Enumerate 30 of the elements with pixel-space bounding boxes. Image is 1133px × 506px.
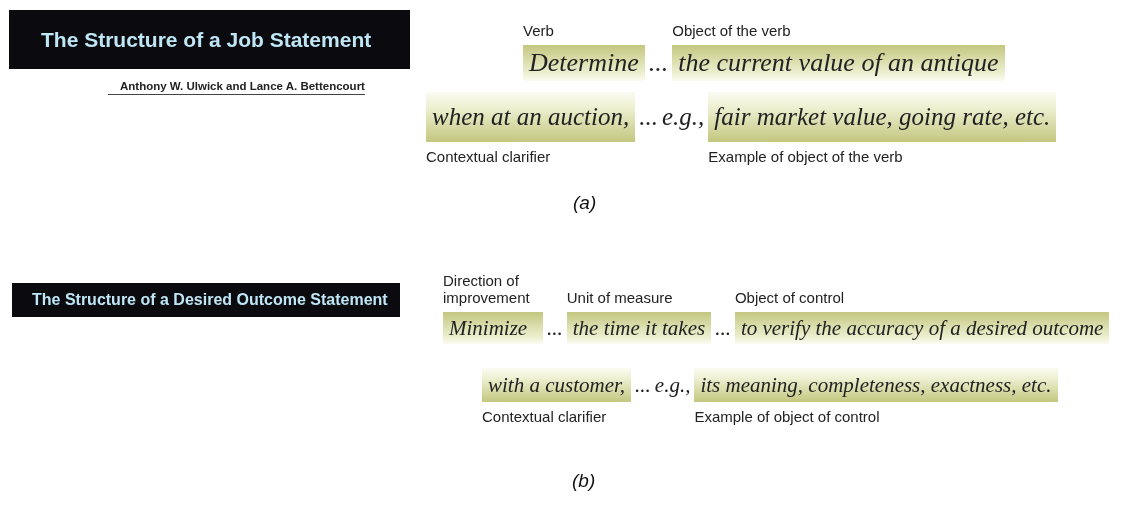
highlighted-phrase: the time it takes (566, 312, 712, 344)
panel-label: (b) (572, 470, 596, 492)
panel-label: (a) (573, 192, 597, 214)
title-banner: The Structure of a Desired Outcome Statement (12, 283, 400, 317)
annotation-label: Contextual clarifier (482, 408, 608, 425)
title-banner: The Structure of a Job Statement (9, 10, 410, 69)
annotation-label: Object of control (734, 289, 846, 306)
annotation-label: Example of object of control (694, 408, 881, 425)
highlighted-phrase: fair market value, going rate, etc. (708, 92, 1057, 142)
highlighted-phrase: with a customer, (482, 368, 632, 402)
ellipsis-text: ... (639, 102, 658, 132)
example-marker: e.g., (654, 372, 691, 399)
annotation-label: Direction of improvement (443, 272, 531, 306)
highlighted-phrase: Minimize (443, 312, 543, 344)
annotation-label: Unit of measure (566, 289, 674, 306)
ellipsis-text: ... (635, 372, 651, 399)
annotation-label: Object of the verb (672, 22, 792, 39)
highlighted-phrase: to verify the accuracy of a desired outcome (734, 312, 1110, 344)
annotation-label: Contextual clarifier (426, 148, 552, 165)
ellipsis-text: ... (648, 47, 669, 79)
example-marker: e.g., (661, 102, 705, 132)
highlighted-phrase: Determine (523, 45, 645, 81)
annotation-label: Verb (523, 22, 555, 39)
highlighted-phrase: when at an auction, (426, 92, 636, 142)
author-byline: Anthony W. Ulwick and Lance A. Bettencourt (108, 80, 365, 95)
annotation-label: Example of object of the verb (708, 148, 904, 165)
ellipsis-text: ... (547, 315, 563, 342)
highlighted-phrase: its meaning, completeness, exactness, etc. (694, 368, 1058, 402)
highlighted-phrase: the current value of an antique (672, 45, 1005, 81)
ellipsis-text: ... (715, 315, 731, 342)
